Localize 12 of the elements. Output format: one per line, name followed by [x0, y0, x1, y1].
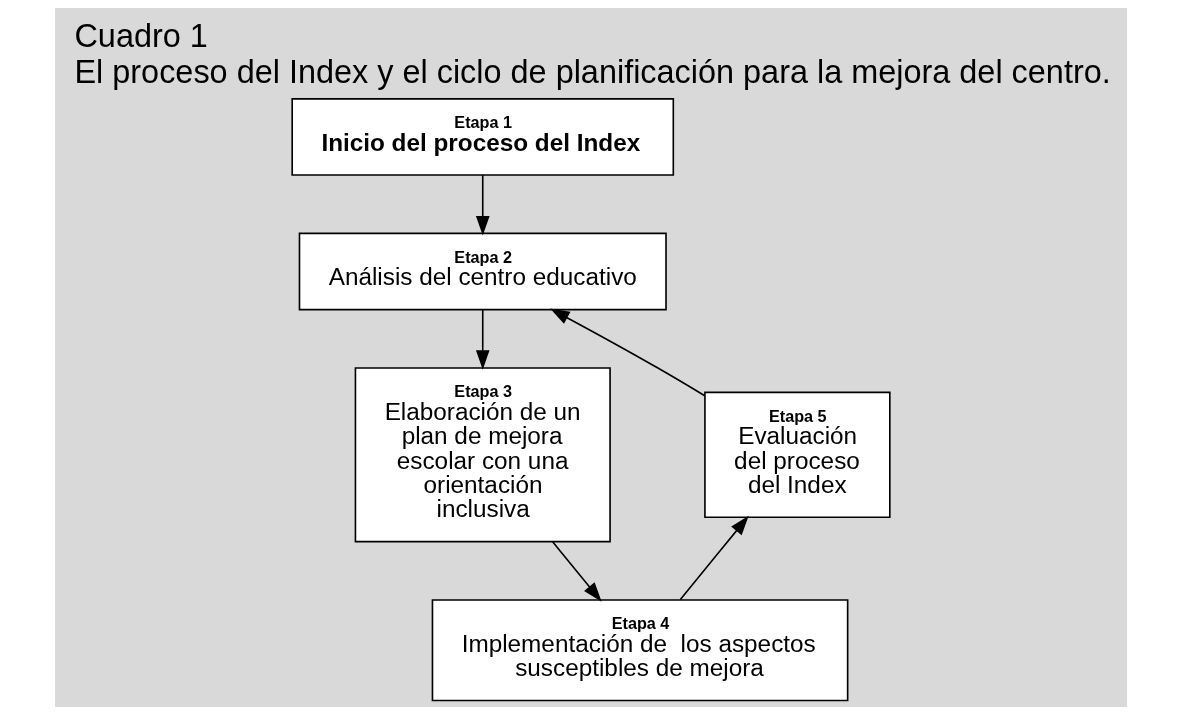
- node-box: Etapa 5 Evaluación del proceso del Index: [704, 391, 891, 519]
- arrow: [550, 308, 706, 397]
- node-box: Etapa 3 Elaboración de un plan de mejora escolar con una orientación inclusiva: [354, 367, 611, 543]
- arrow: [679, 515, 749, 601]
- caption: El proceso del Index y el ciclo de planificación para la mejora del centro.: [74, 53, 1111, 90]
- arrow: [551, 541, 602, 602]
- node-box: Etapa 1 Inicio del proceso del Index: [291, 98, 675, 176]
- arrow: [475, 309, 490, 370]
- arrow: [475, 174, 490, 236]
- node-box: Etapa 4 Implementación de los aspectos susceptibles de mejora: [431, 599, 849, 702]
- diagram-title: Cuadro 1: [74, 17, 208, 54]
- node-box: Etapa 2 Análisis del centro educativo: [298, 232, 667, 311]
